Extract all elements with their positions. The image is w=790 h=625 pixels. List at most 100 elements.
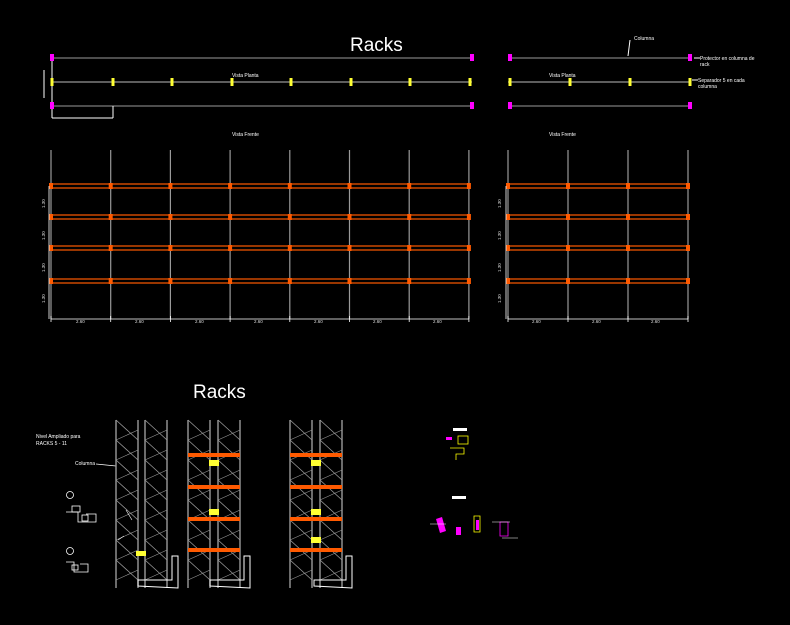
bay-dim-1: 2.60 <box>76 319 85 324</box>
height-dims-right: 1.30 1.30 1.30 1.30 <box>497 199 502 303</box>
height-dim-r1: 1.30 <box>497 199 502 208</box>
frame-brace <box>187 529 211 541</box>
bay-dims-right: 2.60 2.60 2.60 <box>532 319 660 324</box>
beam-connector <box>407 278 412 284</box>
frame-brace <box>115 549 139 561</box>
beam-connector <box>566 183 570 189</box>
protector-marker <box>50 102 54 109</box>
frame-brace <box>144 569 168 581</box>
frame-brace <box>319 569 343 581</box>
beam-connector <box>506 278 510 284</box>
nivel-ampliado-line2: RACKS 5 - 11 <box>36 441 67 447</box>
frame-brace <box>217 499 241 521</box>
frame-brace <box>144 469 168 481</box>
frame-brace <box>217 489 241 501</box>
beam-section <box>290 517 342 521</box>
frame-brace <box>319 419 343 441</box>
frame-brace <box>319 519 343 541</box>
frame-brace <box>187 489 211 501</box>
beam-connector <box>626 245 630 251</box>
frame-brace <box>187 559 211 581</box>
frame-brace <box>115 479 139 501</box>
frame-brace <box>115 439 139 461</box>
protector-marker <box>688 102 692 109</box>
columna-label-bottom: Columna <box>75 461 95 467</box>
beam <box>50 245 470 251</box>
frame-brace <box>144 419 168 441</box>
plan-view-left <box>43 57 472 119</box>
frame-brace <box>319 429 343 441</box>
frame-brace <box>144 529 168 541</box>
protector-marker <box>50 54 54 61</box>
frame-brace <box>115 569 139 581</box>
spacer-marker <box>688 78 692 86</box>
vista-frente-left: Vista Frente <box>232 132 259 138</box>
beam-section <box>188 453 240 457</box>
frame-brace <box>144 449 168 461</box>
protector-marker <box>508 54 512 61</box>
beam-connector <box>506 245 510 251</box>
frame-brace <box>115 449 139 461</box>
spacer-marker <box>230 78 234 86</box>
plan-left-markers <box>50 54 474 109</box>
beam-connector <box>566 214 570 220</box>
front-view-left <box>48 150 471 322</box>
frame-brace <box>115 419 139 441</box>
nivel-ampliado-line1: Nivel Ampliado para <box>36 434 81 440</box>
beam-section <box>188 517 240 521</box>
height-dim-1: 1.30 <box>41 199 46 208</box>
beam-connector <box>347 278 352 284</box>
beam <box>507 214 689 220</box>
frame-brace <box>289 519 313 541</box>
beam-section <box>188 548 240 552</box>
beam-connector <box>49 214 53 220</box>
frame-brace <box>319 479 343 501</box>
frame-brace <box>187 419 211 441</box>
beam-connector <box>347 245 352 251</box>
frame-brace <box>144 509 168 521</box>
beam <box>507 245 689 251</box>
leader-line <box>117 535 125 541</box>
spacer-marker <box>349 78 353 86</box>
beam-connector <box>228 214 233 220</box>
protector-marker <box>688 54 692 61</box>
height-dims-left: 1.30 1.30 1.30 1.30 <box>41 199 46 303</box>
protector-label-line2: rack <box>700 62 710 68</box>
frame-brace <box>289 569 313 581</box>
frame-brace <box>144 489 168 501</box>
beam-connector <box>168 183 173 189</box>
beam-connector <box>626 183 630 189</box>
frame-brace <box>217 429 241 441</box>
beam-connector <box>347 183 352 189</box>
spacer-marker <box>568 78 572 86</box>
frame-brace <box>289 419 313 441</box>
columna-label-top: Columna <box>634 36 654 42</box>
base-plate <box>313 555 353 589</box>
beam-connector <box>168 278 173 284</box>
front-view-right <box>505 150 690 322</box>
frame-brace <box>187 479 211 501</box>
beam-connector <box>686 278 690 284</box>
height-dim-r3: 1.30 <box>497 263 502 272</box>
protector-label-line1: Protector en columna de <box>700 56 755 62</box>
beam-connector <box>626 214 630 220</box>
frame-brace <box>217 519 241 541</box>
beam-connector <box>686 183 690 189</box>
beam <box>50 214 470 220</box>
separador-label-line2: columna <box>698 84 717 90</box>
spacer-marker <box>408 78 412 86</box>
frame-brace <box>217 559 241 581</box>
beam-connector <box>228 183 233 189</box>
frame-brace <box>187 499 211 521</box>
protector-marker <box>470 102 474 109</box>
bay-dim-r1: 2.60 <box>532 319 541 324</box>
frame-brace <box>115 519 139 541</box>
spacer-marker <box>468 78 472 86</box>
protector-marker <box>508 102 512 109</box>
beam-connector <box>407 214 412 220</box>
frame-brace <box>115 489 139 501</box>
frame-brace <box>289 479 313 501</box>
frame-brace <box>217 419 241 441</box>
bay-dim-r3: 2.60 <box>651 319 660 324</box>
